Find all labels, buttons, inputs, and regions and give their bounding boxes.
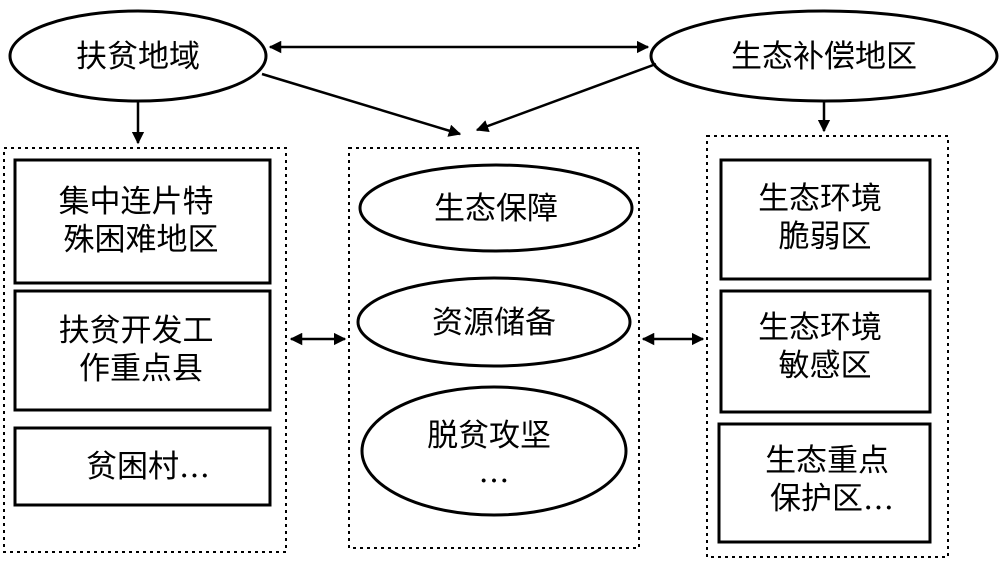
left-group-container bbox=[3, 147, 287, 553]
left-box-2 bbox=[13, 289, 272, 412]
left-box-2-label: 扶贫开发工 作重点县 bbox=[59, 313, 224, 387]
right-box-2-label: 生态环境 敏感区 bbox=[758, 310, 892, 384]
right-box-3 bbox=[717, 422, 932, 544]
right-box-3-label: 生态重点 保护区… bbox=[765, 443, 899, 517]
middle-group-container bbox=[348, 147, 640, 549]
middle-ellipse-1-label: 生态保障 bbox=[434, 191, 558, 227]
middle-ellipse-3 bbox=[360, 385, 628, 517]
middle-ellipse-3-label: 脱贫攻坚 … bbox=[427, 418, 561, 490]
right-group-container bbox=[706, 135, 949, 558]
left-box-3-label: 贫困村… bbox=[86, 449, 210, 485]
middle-ellipse-2-label: 资源储备 bbox=[432, 305, 556, 341]
right-box-1 bbox=[719, 158, 932, 281]
arrow-poverty-to-middle-group bbox=[261, 72, 462, 137]
middle-ellipse-1 bbox=[358, 163, 634, 253]
poverty-region-label: 扶贫地域 bbox=[76, 39, 200, 75]
left-box-1 bbox=[13, 158, 272, 285]
left-box-1-label: 集中连片特 殊困难地区 bbox=[59, 184, 224, 258]
eco-compensation-region-label: 生态补偿地区 bbox=[731, 39, 917, 75]
right-box-1-label: 生态环境 脆弱区 bbox=[758, 181, 892, 255]
left-box-3 bbox=[13, 426, 272, 507]
middle-ellipse-2 bbox=[356, 276, 632, 368]
right-box-2 bbox=[719, 289, 932, 414]
arrow-eco-to-middle-group bbox=[475, 62, 657, 132]
